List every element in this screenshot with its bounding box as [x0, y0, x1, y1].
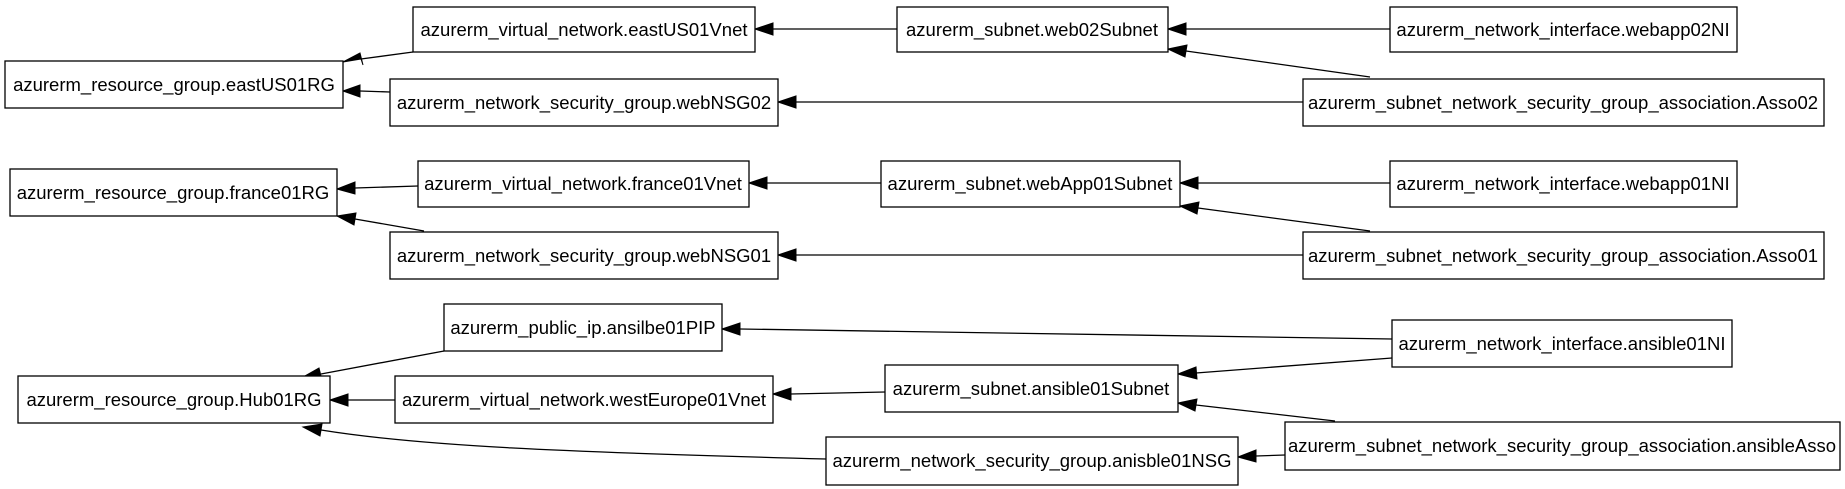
node-label: azurerm_network_security_group.anisble01… [833, 450, 1232, 472]
edge-ansibleAsso-to-anisble01NSG [1236, 449, 1286, 463]
node-label: azurerm_subnet.webApp01Subnet [888, 173, 1173, 195]
node-web02Subnet: azurerm_subnet.web02Subnet [896, 6, 1169, 53]
edge-webapp02NI-to-web02Subnet [1166, 22, 1390, 36]
node-label: azurerm_network_interface.webapp01NI [1396, 173, 1729, 195]
graph-nodes: azurerm_resource_group.eastUS01RG azurer… [4, 6, 1841, 486]
edge-france01Vnet-to-france01RG [335, 181, 419, 195]
edge-Asso01-to-webApp01Subnet [1178, 201, 1371, 232]
edge-Asso02-to-webNSG02 [776, 95, 1303, 109]
edge-ansible01NI-to-ansilbe01PIP [720, 322, 1393, 340]
edge-Asso01-to-webNSG01 [776, 248, 1303, 262]
node-ansibleAsso: azurerm_subnet_network_security_group_as… [1284, 421, 1841, 471]
edge-ansible01Subnet-to-westEurope01Vnet [771, 387, 886, 401]
node-label: azurerm_virtual_network.france01Vnet [424, 173, 742, 195]
node-webNSG02: azurerm_network_security_group.webNSG02 [389, 78, 779, 127]
node-label: azurerm_resource_group.Hub01RG [26, 389, 321, 411]
node-Asso02: azurerm_subnet_network_security_group_as… [1302, 78, 1825, 127]
node-eastUS01Vnet: azurerm_virtual_network.eastUS01Vnet [412, 6, 756, 53]
node-ansible01NI: azurerm_network_interface.ansible01NI [1391, 319, 1733, 368]
node-label: azurerm_subnet_network_security_group_as… [1308, 245, 1818, 267]
node-Asso01: azurerm_subnet_network_security_group_as… [1302, 231, 1825, 280]
node-Hub01RG: azurerm_resource_group.Hub01RG [17, 375, 331, 424]
edge-web02Subnet-to-eastUS01Vnet [753, 22, 897, 36]
node-label: azurerm_public_ip.ansilbe01PIP [450, 317, 715, 339]
node-label: azurerm_virtual_network.eastUS01Vnet [421, 19, 748, 41]
edge-eastUS01Vnet-to-eastUS01RG [342, 51, 414, 66]
node-label: azurerm_subnet.ansible01Subnet [893, 378, 1170, 400]
node-label: azurerm_virtual_network.westEurope01Vnet [402, 389, 766, 411]
node-label: azurerm_resource_group.eastUS01RG [13, 74, 335, 96]
edge-webNSG02-to-eastUS01RG [341, 84, 391, 98]
node-anisble01NSG: azurerm_network_security_group.anisble01… [825, 436, 1239, 486]
node-france01RG: azurerm_resource_group.france01RG [9, 168, 338, 217]
node-label: azurerm_subnet.web02Subnet [906, 19, 1158, 41]
node-webapp02NI: azurerm_network_interface.webapp02NI [1389, 6, 1738, 53]
edge-webApp01Subnet-to-france01Vnet [747, 176, 881, 190]
node-label: azurerm_network_security_group.webNSG02 [397, 92, 771, 114]
edge-westEurope01Vnet-to-Hub01RG [328, 393, 395, 407]
node-label: azurerm_subnet_network_security_group_as… [1288, 435, 1836, 457]
node-webapp01NI: azurerm_network_interface.webapp01NI [1389, 160, 1738, 208]
edge-webapp01NI-to-webApp01Subnet [1178, 176, 1390, 190]
edge-ansibleAsso-to-ansible01Subnet [1176, 398, 1336, 422]
node-label: azurerm_resource_group.france01RG [17, 182, 330, 204]
node-ansible01Subnet: azurerm_subnet.ansible01Subnet [884, 364, 1179, 413]
node-westEurope01Vnet: azurerm_virtual_network.westEurope01Vnet [394, 375, 774, 424]
node-label: azurerm_network_security_group.webNSG01 [397, 245, 771, 267]
node-webNSG01: azurerm_network_security_group.webNSG01 [389, 231, 779, 280]
node-webApp01Subnet: azurerm_subnet.webApp01Subnet [880, 160, 1181, 208]
node-label: azurerm_subnet_network_security_group_as… [1308, 92, 1818, 114]
edge-anisble01NSG-to-Hub01RG [301, 423, 827, 460]
node-label: azurerm_network_interface.webapp02NI [1396, 19, 1729, 41]
edge-ansible01NI-to-ansible01Subnet [1176, 357, 1393, 380]
node-label: azurerm_network_interface.ansible01NI [1398, 333, 1725, 355]
node-france01Vnet: azurerm_virtual_network.france01Vnet [417, 160, 750, 208]
node-ansilbe01PIP: azurerm_public_ip.ansilbe01PIP [443, 303, 723, 352]
node-eastUS01RG: azurerm_resource_group.eastUS01RG [4, 60, 344, 109]
edge-Asso02-to-web02Subnet [1166, 44, 1371, 78]
edge-webNSG01-to-france01RG [335, 212, 425, 232]
